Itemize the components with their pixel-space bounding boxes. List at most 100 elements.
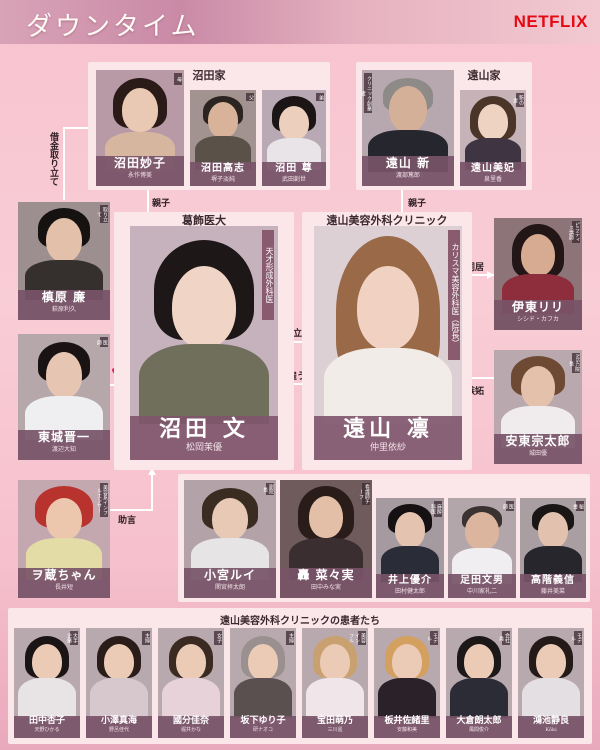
name-band: 小澤真海野呂佳代 bbox=[86, 716, 152, 738]
character-name: ヲ蔵ちゃん bbox=[31, 568, 97, 582]
actor-name: 萩原利久 bbox=[51, 306, 76, 313]
name-band: 小宮ルイ 関宮拝太朗 bbox=[184, 568, 276, 598]
character-card-aya[interactable]: 沼田 文 松岡茉優 bbox=[130, 226, 278, 460]
character-card-sotaro[interactable]: MSC院長 安東宗太郎 城田優 bbox=[494, 350, 582, 464]
role-tag: 母 bbox=[174, 73, 182, 85]
actor-name: 堀井かな bbox=[180, 727, 201, 733]
patient-card[interactable]: 大手企業田中杏子天野ひかる bbox=[14, 628, 80, 738]
actor-name: 渡部篤郎 bbox=[395, 172, 420, 179]
name-band: 沼田 尊 武田創世 bbox=[262, 162, 326, 186]
patient-card[interactable]: 主婦坂下ゆり子研ナオコ bbox=[230, 628, 296, 738]
actor-name: 研ナオコ bbox=[252, 727, 273, 733]
name-band: 遠山 凛 仲里依紗 bbox=[314, 416, 462, 460]
patient-card[interactable]: 会社員大倉朗太郎風間俊介 bbox=[446, 628, 512, 738]
actor-name: 長井短 bbox=[54, 584, 73, 591]
character-name: 沼田 尊 bbox=[275, 163, 313, 174]
actor-name: 野呂佳代 bbox=[108, 727, 129, 733]
role-tag: ピラティス講師 bbox=[568, 221, 580, 243]
actor-name: Kōki bbox=[545, 727, 557, 733]
name-band: 田中杏子天野ひかる bbox=[14, 716, 80, 738]
toyama-clinic-title: 遠山美容外科クリニック bbox=[326, 214, 448, 227]
character-name: 小宮ルイ bbox=[203, 568, 256, 582]
role-tag: 秘書 bbox=[572, 501, 584, 511]
character-card-riri[interactable]: ピラティス講師 伊東リリ シシド・カフカ bbox=[494, 218, 582, 330]
name-band: 沼田妙子 永作博美 bbox=[96, 156, 184, 186]
patient-card[interactable]: 主婦小澤真海野呂佳代 bbox=[86, 628, 152, 738]
aya-role-tag: 天才形成外科医 bbox=[262, 230, 274, 320]
name-band: 遠山 新 渡部篤郎 bbox=[362, 156, 454, 186]
character-card-kokura[interactable]: 美容系インフルエンサー ヲ蔵ちゃん 長井短 bbox=[18, 480, 110, 598]
character-name: 東城晋一 bbox=[37, 430, 90, 444]
character-card-taeko[interactable]: 母 沼田妙子 永作博美 bbox=[96, 70, 184, 186]
patient-card[interactable]: モデル板井佐緒里安藤和美 bbox=[374, 628, 440, 738]
actor-name: 泉里香 bbox=[483, 176, 502, 183]
character-card-fumio[interactable]: 医師 足田文男 中川家礼二 bbox=[448, 498, 516, 598]
role-tag: 美容インフル bbox=[348, 631, 366, 645]
show-title: ダウンタイム bbox=[26, 12, 200, 42]
character-name: 田中杏子 bbox=[28, 716, 65, 726]
character-name: 槙原 廉 bbox=[41, 290, 87, 304]
character-name: 遠山 凛 bbox=[343, 416, 433, 442]
character-name: 板井佐緒里 bbox=[384, 716, 430, 726]
actor-name: 武田創世 bbox=[281, 176, 306, 183]
role-tag: 女子 bbox=[214, 631, 222, 645]
name-band: 高階義信 藤井美菜 bbox=[520, 574, 586, 598]
character-card-shinichi[interactable]: 医師 東城晋一 渡辺大知 bbox=[18, 334, 110, 460]
character-name: 沼田高志 bbox=[201, 163, 245, 174]
character-card-kaoru[interactable]: 弟 沼田 尊 武田創世 bbox=[262, 90, 326, 186]
name-band: 板井佐緒里安藤和美 bbox=[374, 716, 440, 738]
role-tag: 大手企業 bbox=[66, 631, 78, 645]
character-name: 安東宗太郎 bbox=[505, 434, 571, 448]
character-name: 沼田妙子 bbox=[113, 156, 166, 170]
actor-name: 天野ひかる bbox=[34, 727, 60, 733]
portrait bbox=[314, 226, 462, 460]
character-name: 小澤真海 bbox=[100, 716, 137, 726]
name-band: 遠山美妃 泉里香 bbox=[460, 162, 526, 186]
actor-name: 風間俊介 bbox=[468, 727, 489, 733]
character-name: 高階義信 bbox=[531, 575, 575, 586]
character-card-kiyonobu[interactable]: 秘書 高階義信 藤井美菜 bbox=[520, 498, 586, 598]
actor-name: シシド・カフカ bbox=[516, 316, 559, 323]
actor-name: 仲里依紗 bbox=[369, 443, 406, 453]
name-band: 宝田萌乃三川遥 bbox=[302, 716, 368, 738]
character-card-yusuke[interactable]: 麻酔科医 井上優介 田村健太郎 bbox=[376, 498, 444, 598]
actor-name: 松岡茉優 bbox=[185, 443, 222, 453]
character-card-takashi[interactable]: 父 沼田高志 堺子淡純 bbox=[190, 90, 256, 186]
character-card-rin[interactable]: 遠山 凛 仲里依紗 bbox=[314, 226, 462, 460]
character-card-miki[interactable]: 新の妻 遠山美妃 泉里香 bbox=[460, 90, 526, 186]
name-band: 井上優介 田村健太郎 bbox=[376, 574, 444, 598]
name-band: ヲ蔵ちゃん 長井短 bbox=[18, 568, 110, 598]
character-card-arata[interactable]: クリニック創業者 遠山 新 渡部篤郎 bbox=[362, 70, 454, 186]
role-tag: クリニック創業者 bbox=[362, 73, 372, 113]
character-name: 國分佳奈 bbox=[172, 716, 209, 726]
character-name: 坂下ゆり子 bbox=[240, 716, 286, 726]
actor-name: 関宮拝太朗 bbox=[214, 584, 245, 591]
character-name: 轟 菜々実 bbox=[297, 568, 355, 582]
character-card-rui[interactable]: 副院長 小宮ルイ 関宮拝太朗 bbox=[184, 480, 276, 598]
character-card-ren[interactable]: 取り立て 槙原 廉 萩原利久 bbox=[18, 202, 110, 320]
actor-name: 藤井美菜 bbox=[540, 588, 565, 595]
arrow-head bbox=[487, 271, 494, 279]
patient-card[interactable]: 美容インフル宝田萌乃三川遥 bbox=[302, 628, 368, 738]
character-name: 足田文男 bbox=[460, 575, 504, 586]
name-band: 槙原 廉 萩原利久 bbox=[18, 290, 110, 320]
role-tag: 副院長 bbox=[262, 483, 274, 495]
relation-parent-right: 親子 bbox=[408, 199, 427, 209]
patient-card[interactable]: 女子國分佳奈堀井かな bbox=[158, 628, 224, 738]
relation-hire: 雇う bbox=[288, 372, 307, 382]
relation-debt: 借金取り立て bbox=[48, 132, 58, 186]
patients-title: 遠山美容外科クリニックの患者たち bbox=[220, 616, 380, 627]
character-name: 井上優介 bbox=[388, 575, 432, 586]
name-band: 東城晋一 渡辺大知 bbox=[18, 430, 110, 460]
role-tag: 会社員 bbox=[498, 631, 510, 645]
character-name: 伊東リリ bbox=[511, 300, 564, 314]
role-tag: 美容系インフルエンサー bbox=[96, 483, 108, 517]
role-tag: 主婦 bbox=[286, 631, 294, 645]
character-card-nanami[interactable]: 看護師チーフ 轟 菜々実 田中みな実 bbox=[280, 480, 372, 598]
character-name: 遠山美妃 bbox=[471, 163, 515, 174]
numata-family-title: 沼田家 bbox=[192, 69, 226, 82]
netflix-logo: NETFLIX bbox=[513, 12, 588, 31]
role-tag: 医師 bbox=[96, 337, 108, 347]
